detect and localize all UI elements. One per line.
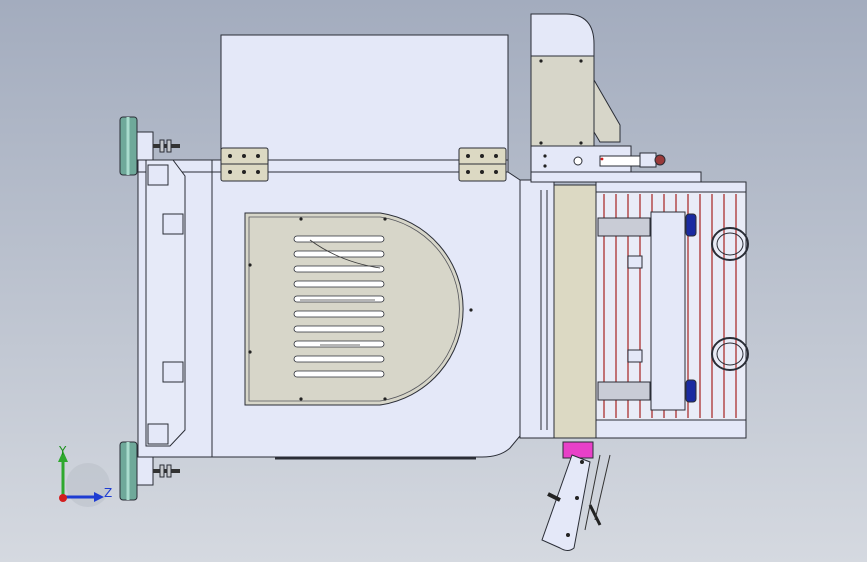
y-axis-label: Y <box>58 444 67 458</box>
left-side-bracket <box>145 159 186 447</box>
bracket-tab <box>162 213 184 235</box>
vent-slot <box>293 280 385 288</box>
handle-bracket <box>541 441 611 551</box>
panel-screw <box>248 350 252 354</box>
bracket-tab <box>147 164 169 186</box>
leveling-foot-bottom <box>119 441 180 501</box>
internal-parts <box>300 239 381 346</box>
front-plate <box>553 184 597 439</box>
panel-screw <box>248 263 252 267</box>
coordinate-triad: Y Z <box>58 444 112 507</box>
panel-inner-edge <box>248 216 460 402</box>
z-axis-label: Z <box>104 486 112 500</box>
y-axis-arrowhead <box>58 451 68 462</box>
top-cover-plate <box>220 34 509 161</box>
hinge-right <box>458 147 507 182</box>
triad-disc <box>66 463 110 507</box>
vent-slot <box>293 370 385 378</box>
vent-slot <box>293 265 385 273</box>
vent-slot <box>293 250 385 258</box>
vent-slot <box>293 235 385 243</box>
top-motor-housing <box>530 13 702 183</box>
front-housing <box>519 179 555 439</box>
hinge-left <box>220 147 269 182</box>
vent-slot <box>293 340 385 348</box>
vent-slot <box>293 355 385 363</box>
vent-slots <box>293 235 385 378</box>
leveling-foot-top <box>119 116 180 176</box>
panel-screw <box>299 397 303 401</box>
panel-screw <box>299 217 303 221</box>
bracket-tab <box>147 423 169 445</box>
x-axis-marker <box>59 494 67 502</box>
z-axis-arrowhead <box>94 492 104 502</box>
bracket-tab <box>162 361 184 383</box>
panel-screw <box>383 397 387 401</box>
vent-slot <box>293 295 385 303</box>
lift-rings <box>711 227 749 371</box>
clamp-assembly <box>597 211 697 411</box>
vent-slot <box>293 325 385 333</box>
vent-slot <box>293 310 385 318</box>
panel-screw <box>469 308 473 312</box>
panel-screw <box>383 217 387 221</box>
